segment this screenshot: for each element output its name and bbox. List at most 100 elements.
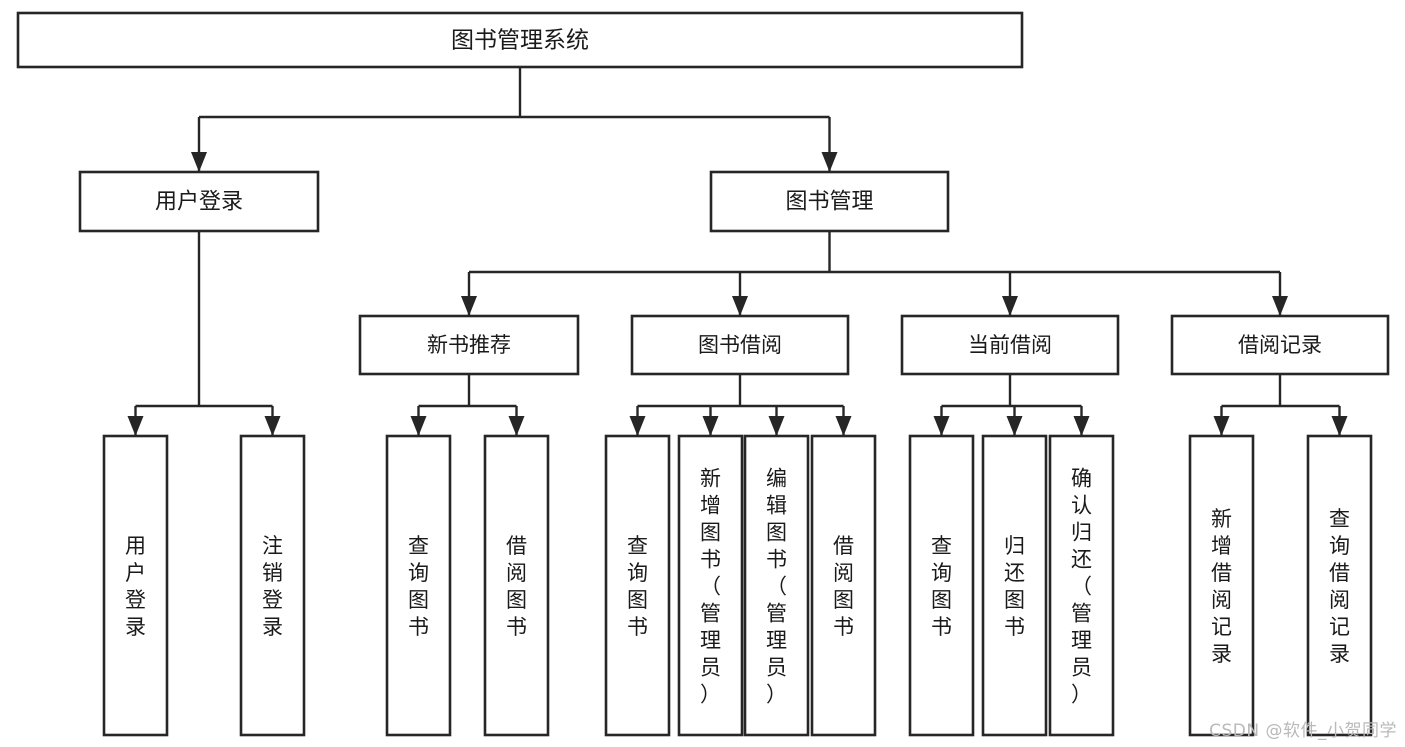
node-box[interactable]	[908, 434, 975, 737]
node-box[interactable]	[1170, 314, 1390, 376]
arrow-head-icon	[835, 416, 852, 436]
node-label-char: 书	[931, 615, 952, 639]
arrow-head-icon	[732, 296, 748, 316]
node-label: 图书管理系统	[451, 28, 589, 54]
node-label-char: 归	[1071, 521, 1092, 545]
node-label-char: 新	[1211, 507, 1232, 531]
node-box[interactable]	[677, 434, 744, 737]
node-box[interactable]	[981, 434, 1048, 737]
node-label-char: （	[700, 575, 721, 599]
node-box[interactable]	[358, 314, 580, 376]
node-box[interactable]	[1188, 434, 1255, 737]
node-label: 借阅记录	[1238, 333, 1322, 357]
node-label-char: 书	[833, 615, 854, 639]
node-level3-2[interactable]: 当前借阅	[900, 314, 1120, 376]
node-label-char: 录	[1329, 642, 1350, 666]
node-label-char: 理	[700, 629, 721, 653]
arrow-head-icon	[1272, 296, 1288, 316]
node-label-char: 图	[700, 521, 721, 545]
node-level3-0[interactable]: 新书推荐	[358, 314, 580, 376]
node-label-char: 图	[1004, 588, 1025, 612]
node-label-char: 员	[1071, 656, 1092, 680]
node-label-char: 录	[262, 615, 283, 639]
node-box[interactable]	[102, 434, 169, 737]
node-box[interactable]	[900, 314, 1120, 376]
node-label-char: 员	[766, 656, 787, 680]
node-label-char: （	[1071, 575, 1092, 599]
node-label-char: 录	[125, 615, 146, 639]
node-label-char: 户	[125, 561, 146, 585]
node-label: 用户登录	[155, 190, 243, 215]
node-box[interactable]	[630, 314, 850, 376]
node-label-char: 查	[1329, 507, 1350, 531]
node-label-char: 书	[506, 615, 527, 639]
node-label-char: 新	[700, 467, 721, 491]
node-label-char: 确	[1071, 467, 1092, 491]
node-level3-1[interactable]: 图书借阅	[630, 314, 850, 376]
node-box[interactable]	[385, 434, 452, 737]
node-label-char: 阅	[506, 561, 527, 585]
node-label-char: 查	[627, 534, 648, 558]
node-root-0[interactable]: 图书管理系统	[16, 11, 1024, 69]
node-level2-1[interactable]: 图书管理	[709, 170, 950, 233]
node-label-char: 询	[931, 561, 952, 585]
node-box[interactable]	[239, 434, 306, 737]
node-box[interactable]	[483, 434, 550, 737]
node-label-char: 编	[766, 467, 787, 491]
node-box[interactable]	[810, 434, 877, 737]
node-label-char: 阅	[1329, 588, 1350, 612]
node-label-char: 借	[1211, 561, 1232, 585]
node-label-char: 用	[125, 534, 146, 558]
node-box[interactable]	[604, 434, 671, 737]
arrow-head-icon	[264, 416, 281, 436]
arrow-head-icon	[191, 152, 207, 172]
node-label-char: 图	[766, 521, 787, 545]
node-label-char: 管	[700, 602, 721, 626]
node-box[interactable]	[78, 170, 320, 233]
node-level2-0[interactable]: 用户登录	[78, 170, 320, 233]
node-label-char: 借	[833, 534, 854, 558]
node-label-char: 认	[1071, 494, 1092, 518]
node-box[interactable]	[709, 170, 950, 233]
node-label-char: 图	[931, 588, 952, 612]
node-label: 新书推荐	[427, 333, 511, 357]
node-label-char: 书	[627, 615, 648, 639]
node-level3-3[interactable]: 借阅记录	[1170, 314, 1390, 376]
node-label-char: 理	[766, 629, 787, 653]
node-box[interactable]	[1306, 434, 1373, 737]
node-label-char: 询	[1329, 534, 1350, 558]
node-label-char: 注	[262, 534, 283, 558]
arrow-head-icon	[1006, 416, 1023, 436]
node-box[interactable]	[16, 11, 1024, 69]
node-label-char: 询	[627, 561, 648, 585]
arrow-head-icon	[410, 416, 427, 436]
arrow-head-icon	[1331, 416, 1348, 436]
node-label-char: 阅	[833, 561, 854, 585]
node-label-char: 增	[700, 494, 721, 518]
arrow-head-icon	[461, 296, 477, 316]
node-label-char: 辑	[766, 494, 787, 518]
node-label: 图书借阅	[698, 333, 782, 357]
node-box[interactable]	[1048, 434, 1115, 737]
arrow-head-icon	[1002, 296, 1018, 316]
node-box[interactable]	[743, 434, 810, 737]
arrow-head-icon	[768, 416, 785, 436]
arrow-head-icon	[821, 152, 838, 172]
leaf-node-0[interactable]: 用户登录	[102, 434, 169, 737]
node-label-char: 书	[1004, 615, 1025, 639]
node-label-char: 增	[1211, 534, 1232, 558]
node-label-char: 归	[1004, 534, 1025, 558]
node-label-char: 阅	[1211, 588, 1232, 612]
